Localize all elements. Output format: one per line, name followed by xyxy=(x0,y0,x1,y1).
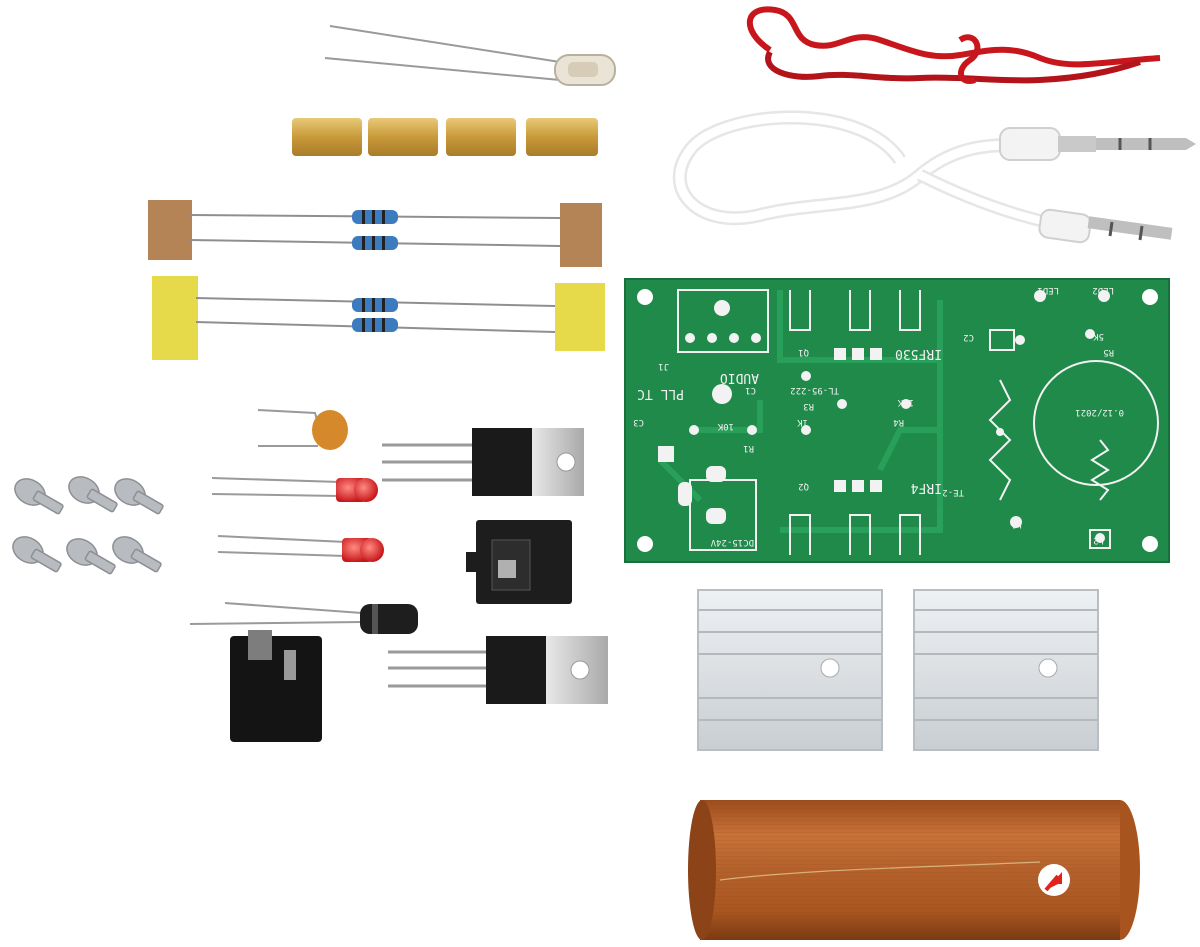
pcb-label-version: 0.12/2021 xyxy=(1075,407,1124,417)
pcb-label-r4: R4 xyxy=(893,417,904,427)
pcb-label-dc: DC15-24V xyxy=(710,537,754,547)
resistors-brown-pads xyxy=(148,200,602,267)
pcb-label-1k: 1K xyxy=(797,417,808,427)
pcb-label-l1: L1 xyxy=(1011,519,1022,529)
copper-coil xyxy=(688,800,1140,940)
ceramic-capacitor xyxy=(257,409,348,450)
pcb-label-10k-b: 10K xyxy=(897,397,914,407)
audio-jack xyxy=(466,520,572,604)
resistors-yellow-pads xyxy=(152,276,605,360)
pcb-board: IRF530 IRF4 AUDIO PLL TC 10K 10K 1K 5K L… xyxy=(624,278,1170,563)
pcb-label-5k: 5K xyxy=(1093,331,1104,341)
pcb-label-l2: L2 xyxy=(1093,535,1104,545)
pcb-label-led1: LED1 xyxy=(1037,285,1059,295)
brass-standoffs xyxy=(292,118,598,156)
dc-power-jack xyxy=(230,630,322,742)
pcb-label-r5: R5 xyxy=(1103,347,1114,357)
pcb-label-audio: AUDIO xyxy=(720,370,759,385)
electrolytic-capacitor xyxy=(189,602,418,634)
pcb-label-model: TL-95-222 xyxy=(790,385,839,395)
pcb-label-te: TE-2 xyxy=(942,487,964,497)
screws xyxy=(12,476,164,575)
pcb-label-led2: LED2 xyxy=(1092,285,1114,295)
pcb-label-c3: C3 xyxy=(633,417,644,427)
pcb-label-r1: R1 xyxy=(743,443,754,453)
transistor-1 xyxy=(382,428,584,496)
pcb-label-r3: R3 xyxy=(803,401,814,411)
pcb-label-j1: J1 xyxy=(658,361,669,371)
pcb-label-10k-a: 10K xyxy=(717,421,734,431)
heatsink-left xyxy=(697,589,883,751)
red-wire xyxy=(747,6,1161,84)
white-audio-cable xyxy=(672,110,1196,244)
pcb-label-q2: Q2 xyxy=(798,481,809,491)
pcb-label-pll-tc: PLL TC xyxy=(637,386,684,401)
neon-bulb xyxy=(324,25,616,86)
red-led-2 xyxy=(217,535,384,562)
pcb-label-c2: C2 xyxy=(963,332,974,342)
pcb-label-irf4: IRF4 xyxy=(911,480,942,495)
heatsink-right xyxy=(913,589,1099,751)
pcb-label-q1: Q1 xyxy=(798,347,809,357)
pcb-label-c1: C1 xyxy=(745,385,756,395)
pcb-label-irf530: IRF530 xyxy=(895,346,942,361)
transistor-2 xyxy=(388,636,608,704)
red-led-1 xyxy=(211,477,378,502)
